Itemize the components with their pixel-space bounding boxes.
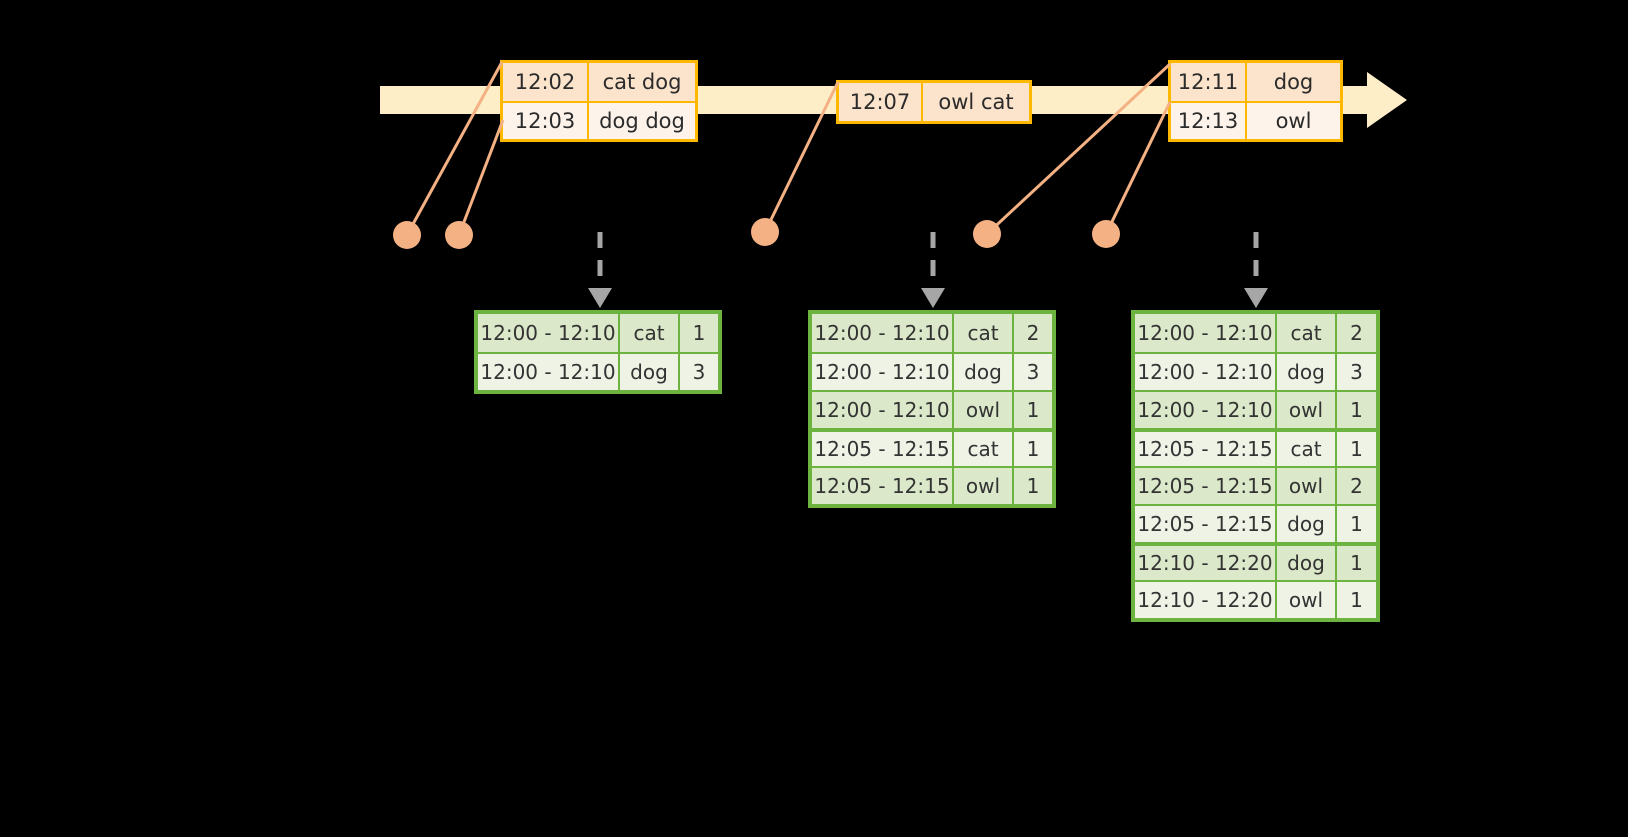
arrow-head-icon-2: [921, 288, 945, 308]
event-box-b[interactable]: 12:07 owl cat: [836, 80, 1032, 124]
event-value: owl cat: [923, 83, 1029, 121]
table-row: 12:00 - 12:10 dog 3: [812, 352, 1052, 390]
window-count: 3: [680, 354, 718, 390]
event-time: 12:13: [1171, 103, 1247, 139]
table-row: 12:05 - 12:15 cat 1: [812, 428, 1052, 466]
window-range: 12:00 - 12:10: [812, 354, 954, 390]
table-row: 12:05 - 12:15 owl 1: [812, 466, 1052, 504]
table-row: 12:00 - 12:10 owl 1: [812, 390, 1052, 428]
window-count: 1: [1014, 432, 1052, 466]
event-row: 12:02 cat dog: [503, 63, 695, 101]
window-range: 12:05 - 12:15: [1135, 468, 1277, 504]
event-box-a[interactable]: 12:02 cat dog 12:03 dog dog: [500, 60, 698, 142]
window-count: 3: [1337, 354, 1376, 390]
result-table-3[interactable]: 12:00 - 12:10 cat 2 12:00 - 12:10 dog 3 …: [1131, 310, 1380, 622]
event-time: 12:03: [503, 103, 589, 139]
event-time: 12:07: [839, 83, 923, 121]
table-row: 12:00 - 12:10 dog 3: [1135, 352, 1376, 390]
window-range: 12:10 - 12:20: [1135, 546, 1277, 580]
window-count: 1: [1337, 582, 1376, 618]
window-range: 12:10 - 12:20: [1135, 582, 1277, 618]
window-range: 12:00 - 12:10: [812, 392, 954, 428]
window-key: dog: [1277, 506, 1337, 542]
window-key: cat: [620, 314, 680, 352]
arrow-head-icon-1: [588, 288, 612, 308]
table-row: 12:00 - 12:10 cat 1: [478, 314, 718, 352]
window-key: dog: [1277, 546, 1337, 580]
event-row: 12:13 owl: [1171, 101, 1340, 139]
window-range: 12:00 - 12:10: [478, 354, 620, 390]
marker-dot-icon: [1092, 220, 1120, 248]
table-row: 12:05 - 12:15 dog 1: [1135, 504, 1376, 542]
event-value: dog: [1247, 63, 1340, 101]
window-key: dog: [1277, 354, 1337, 390]
window-count: 1: [1337, 392, 1376, 428]
marker-dot-icon: [393, 221, 421, 249]
arrow-head-icon-3: [1244, 288, 1268, 308]
window-range: 12:00 - 12:10: [812, 314, 954, 352]
window-key: owl: [1277, 468, 1337, 504]
result-table-1[interactable]: 12:00 - 12:10 cat 1 12:00 - 12:10 dog 3: [474, 310, 722, 394]
window-range: 12:00 - 12:10: [1135, 354, 1277, 390]
window-key: cat: [954, 432, 1014, 466]
window-range: 12:05 - 12:15: [1135, 432, 1277, 466]
window-count: 3: [1014, 354, 1052, 390]
window-count: 1: [1337, 546, 1376, 580]
marker-dot-icon: [445, 221, 473, 249]
window-key: cat: [954, 314, 1014, 352]
marker-dot-icon: [973, 220, 1001, 248]
table-row: 12:00 - 12:10 dog 3: [478, 352, 718, 390]
event-time: 12:11: [1171, 63, 1247, 101]
dashed-arrows: [597, 232, 1259, 288]
event-row: 12:11 dog: [1171, 63, 1340, 101]
window-key: owl: [954, 468, 1014, 504]
event-markers: [393, 218, 1120, 249]
table-row: 12:10 - 12:20 dog 1: [1135, 542, 1376, 580]
timeline-arrow-head-icon: [1367, 72, 1407, 128]
window-count: 1: [680, 314, 718, 352]
event-box-c[interactable]: 12:11 dog 12:13 owl: [1168, 60, 1343, 142]
window-range: 12:00 - 12:10: [1135, 392, 1277, 428]
window-count: 2: [1337, 468, 1376, 504]
event-value: owl: [1247, 103, 1340, 139]
window-range: 12:00 - 12:10: [1135, 314, 1277, 352]
table-row: 12:00 - 12:10 owl 1: [1135, 390, 1376, 428]
window-key: cat: [1277, 432, 1337, 466]
window-count: 1: [1014, 468, 1052, 504]
leader-line-5: [1104, 101, 1172, 235]
window-count: 1: [1014, 392, 1052, 428]
window-range: 12:00 - 12:10: [478, 314, 620, 352]
window-range: 12:05 - 12:15: [812, 468, 954, 504]
event-row: 12:07 owl cat: [839, 83, 1029, 121]
window-key: owl: [954, 392, 1014, 428]
table-row: 12:05 - 12:15 cat 1: [1135, 428, 1376, 466]
event-value: dog dog: [589, 103, 695, 139]
table-row: 12:05 - 12:15 owl 2: [1135, 466, 1376, 504]
marker-dot-icon: [751, 218, 779, 246]
event-time: 12:02: [503, 63, 589, 101]
window-count: 1: [1337, 506, 1376, 542]
window-key: cat: [1277, 314, 1337, 352]
table-row: 12:00 - 12:10 cat 2: [1135, 314, 1376, 352]
window-range: 12:05 - 12:15: [812, 432, 954, 466]
window-count: 2: [1014, 314, 1052, 352]
window-key: owl: [1277, 392, 1337, 428]
table-row: 12:00 - 12:10 cat 2: [812, 314, 1052, 352]
event-value: cat dog: [589, 63, 695, 101]
window-range: 12:05 - 12:15: [1135, 506, 1277, 542]
dashed-arrow-heads: [588, 288, 1268, 308]
window-count: 2: [1337, 314, 1376, 352]
window-count: 1: [1337, 432, 1376, 466]
event-row: 12:03 dog dog: [503, 101, 695, 139]
leader-line-2: [457, 119, 505, 236]
table-row: 12:10 - 12:20 owl 1: [1135, 580, 1376, 618]
window-key: dog: [620, 354, 680, 390]
result-table-2[interactable]: 12:00 - 12:10 cat 2 12:00 - 12:10 dog 3 …: [808, 310, 1056, 508]
window-key: owl: [1277, 582, 1337, 618]
window-key: dog: [954, 354, 1014, 390]
